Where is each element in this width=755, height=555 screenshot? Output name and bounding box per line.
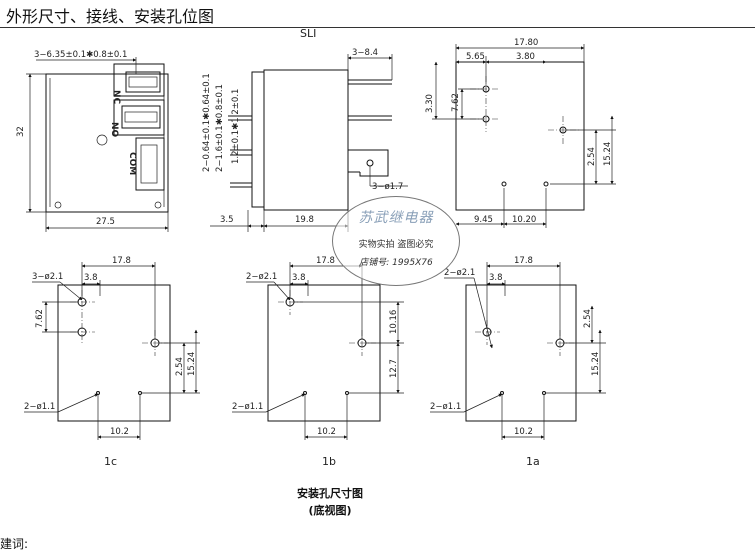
mount-1a-width-dim: 17.8 bbox=[514, 256, 533, 266]
front-view: NC NO COM 3−6.35±0.1✱0.8±0.1 32 27.5 bbox=[16, 50, 169, 232]
caption-sub: (底视图) bbox=[308, 504, 352, 517]
mount-1a-label: 1a bbox=[526, 455, 540, 468]
mount-1c-label: 1c bbox=[104, 455, 117, 468]
mount-1a-outline bbox=[465, 284, 577, 422]
bottom-254-dim: 2.54 bbox=[587, 147, 597, 166]
mount-1c-254-dim: 2.54 bbox=[175, 357, 185, 376]
front-width-dim: 27.5 bbox=[96, 217, 115, 227]
caption-main: 安装孔尺寸图 bbox=[297, 487, 363, 500]
mount-1b: 17.8 2−ø2.1 3.8 10.16 12.7 2−ø1.1 10.2 bbox=[232, 256, 404, 440]
mount-1c-1524-dim: 15.24 bbox=[187, 352, 197, 376]
mount-1c-smallhole-dim: 2−ø1.1 bbox=[24, 402, 55, 412]
front-height-dim: 32 bbox=[16, 126, 26, 137]
bottom-762-dim: 7.62 bbox=[451, 93, 461, 112]
mount-1b-width-dim: 17.8 bbox=[316, 256, 335, 266]
mount-1b-38-dim: 3.8 bbox=[292, 273, 306, 283]
mount-1c-width-dim: 17.8 bbox=[112, 256, 131, 266]
mount-1a-smallhole-dim: 2−ø1.1 bbox=[430, 402, 461, 412]
watermark-line2: 店铺号: 1995X76 bbox=[359, 258, 433, 268]
mount-1b-127-dim: 12.7 bbox=[389, 359, 399, 378]
bottom-overall-dim: 17.80 bbox=[514, 38, 538, 48]
mount-1a-1524-dim: 15.24 bbox=[591, 352, 601, 376]
bottom-view-outline bbox=[455, 61, 585, 211]
mount-1a: 17.8 2−ø2.1 3.8 2.54 15.24 2−ø1.1 10.2 bbox=[430, 256, 606, 440]
front-terminal-dim: 3−6.35±0.1✱0.8±0.1 bbox=[34, 50, 127, 60]
bottom-380-dim: 3.80 bbox=[516, 52, 535, 62]
mount-1c-outline bbox=[57, 284, 171, 422]
bottom-565-dim: 5.65 bbox=[466, 52, 485, 62]
watermark-line1: 实物实拍 盗图必究 bbox=[358, 240, 434, 250]
side-view: 2−0.64±0.1✱0.64±0.1 2−1.6±0.1✱0.8±0.1 1.… bbox=[202, 48, 408, 232]
mount-1a-tophole-dim: 2−ø2.1 bbox=[444, 268, 475, 278]
bottom-330-dim: 3.30 bbox=[425, 94, 435, 113]
no-label: NO bbox=[109, 122, 119, 138]
mount-1c-38-dim: 3.8 bbox=[84, 273, 98, 283]
bottom-1020-dim: 10.20 bbox=[512, 215, 536, 225]
mount-1c-102-dim: 10.2 bbox=[110, 427, 129, 437]
mount-1c-762-dim: 7.62 bbox=[35, 309, 45, 328]
mount-1b-smallhole-dim: 2−ø1.1 bbox=[232, 402, 263, 412]
nc-label: NC bbox=[111, 90, 121, 105]
mount-1a-102-dim: 10.2 bbox=[514, 427, 533, 437]
side-view-body bbox=[263, 69, 349, 211]
pin-dim-c: 1.2±0.1✱1.2±0.1 bbox=[231, 89, 241, 164]
mount-1b-outline bbox=[267, 284, 381, 422]
mount-1a-254-dim: 2.54 bbox=[583, 309, 593, 328]
keyword-label: 建词: bbox=[0, 537, 29, 551]
side-left-dim: 3.5 bbox=[220, 215, 234, 225]
front-hole bbox=[96, 134, 108, 146]
pin-dim-b: 2−1.6±0.1✱0.8±0.1 bbox=[215, 84, 225, 172]
watermark-name: 苏武继电器 bbox=[358, 210, 434, 226]
bottom-view: 17.80 5.65 3.80 3.30 7.62 2.54 15.24 9.4… bbox=[425, 38, 616, 228]
com-label: COM bbox=[127, 152, 137, 175]
bottom-945-dim: 9.45 bbox=[474, 215, 493, 225]
mount-1b-102-dim: 10.2 bbox=[317, 427, 336, 437]
title-divider bbox=[0, 27, 755, 28]
side-body-dim: 19.8 bbox=[295, 215, 314, 225]
side-hole-dim: 3−ø1.7 bbox=[372, 182, 403, 192]
watermark-stamp: 苏武继电器 实物实拍 盗图必究 店铺号: 1995X76 bbox=[332, 196, 460, 286]
front-view-outline bbox=[45, 73, 169, 213]
mount-1b-1016-dim: 10.16 bbox=[389, 310, 399, 334]
mount-1a-38-dim: 3.8 bbox=[489, 273, 503, 283]
model-label: SLI bbox=[300, 27, 316, 40]
bottom-1524-dim: 15.24 bbox=[603, 142, 613, 166]
mount-1c-tophole-dim: 3−ø2.1 bbox=[32, 272, 63, 282]
mount-1b-tophole-dim: 2−ø2.1 bbox=[246, 272, 277, 282]
mount-1b-label: 1b bbox=[322, 455, 336, 468]
mount-1c: 17.8 3−ø2.1 3.8 7.62 2.54 15.24 2−ø1.1 1… bbox=[24, 256, 200, 440]
pin-dim-a: 2−0.64±0.1✱0.64±0.1 bbox=[202, 73, 212, 172]
page-title: 外形尺寸、接线、安装孔位图 bbox=[6, 7, 215, 26]
side-top-dim: 3−8.4 bbox=[352, 48, 378, 58]
